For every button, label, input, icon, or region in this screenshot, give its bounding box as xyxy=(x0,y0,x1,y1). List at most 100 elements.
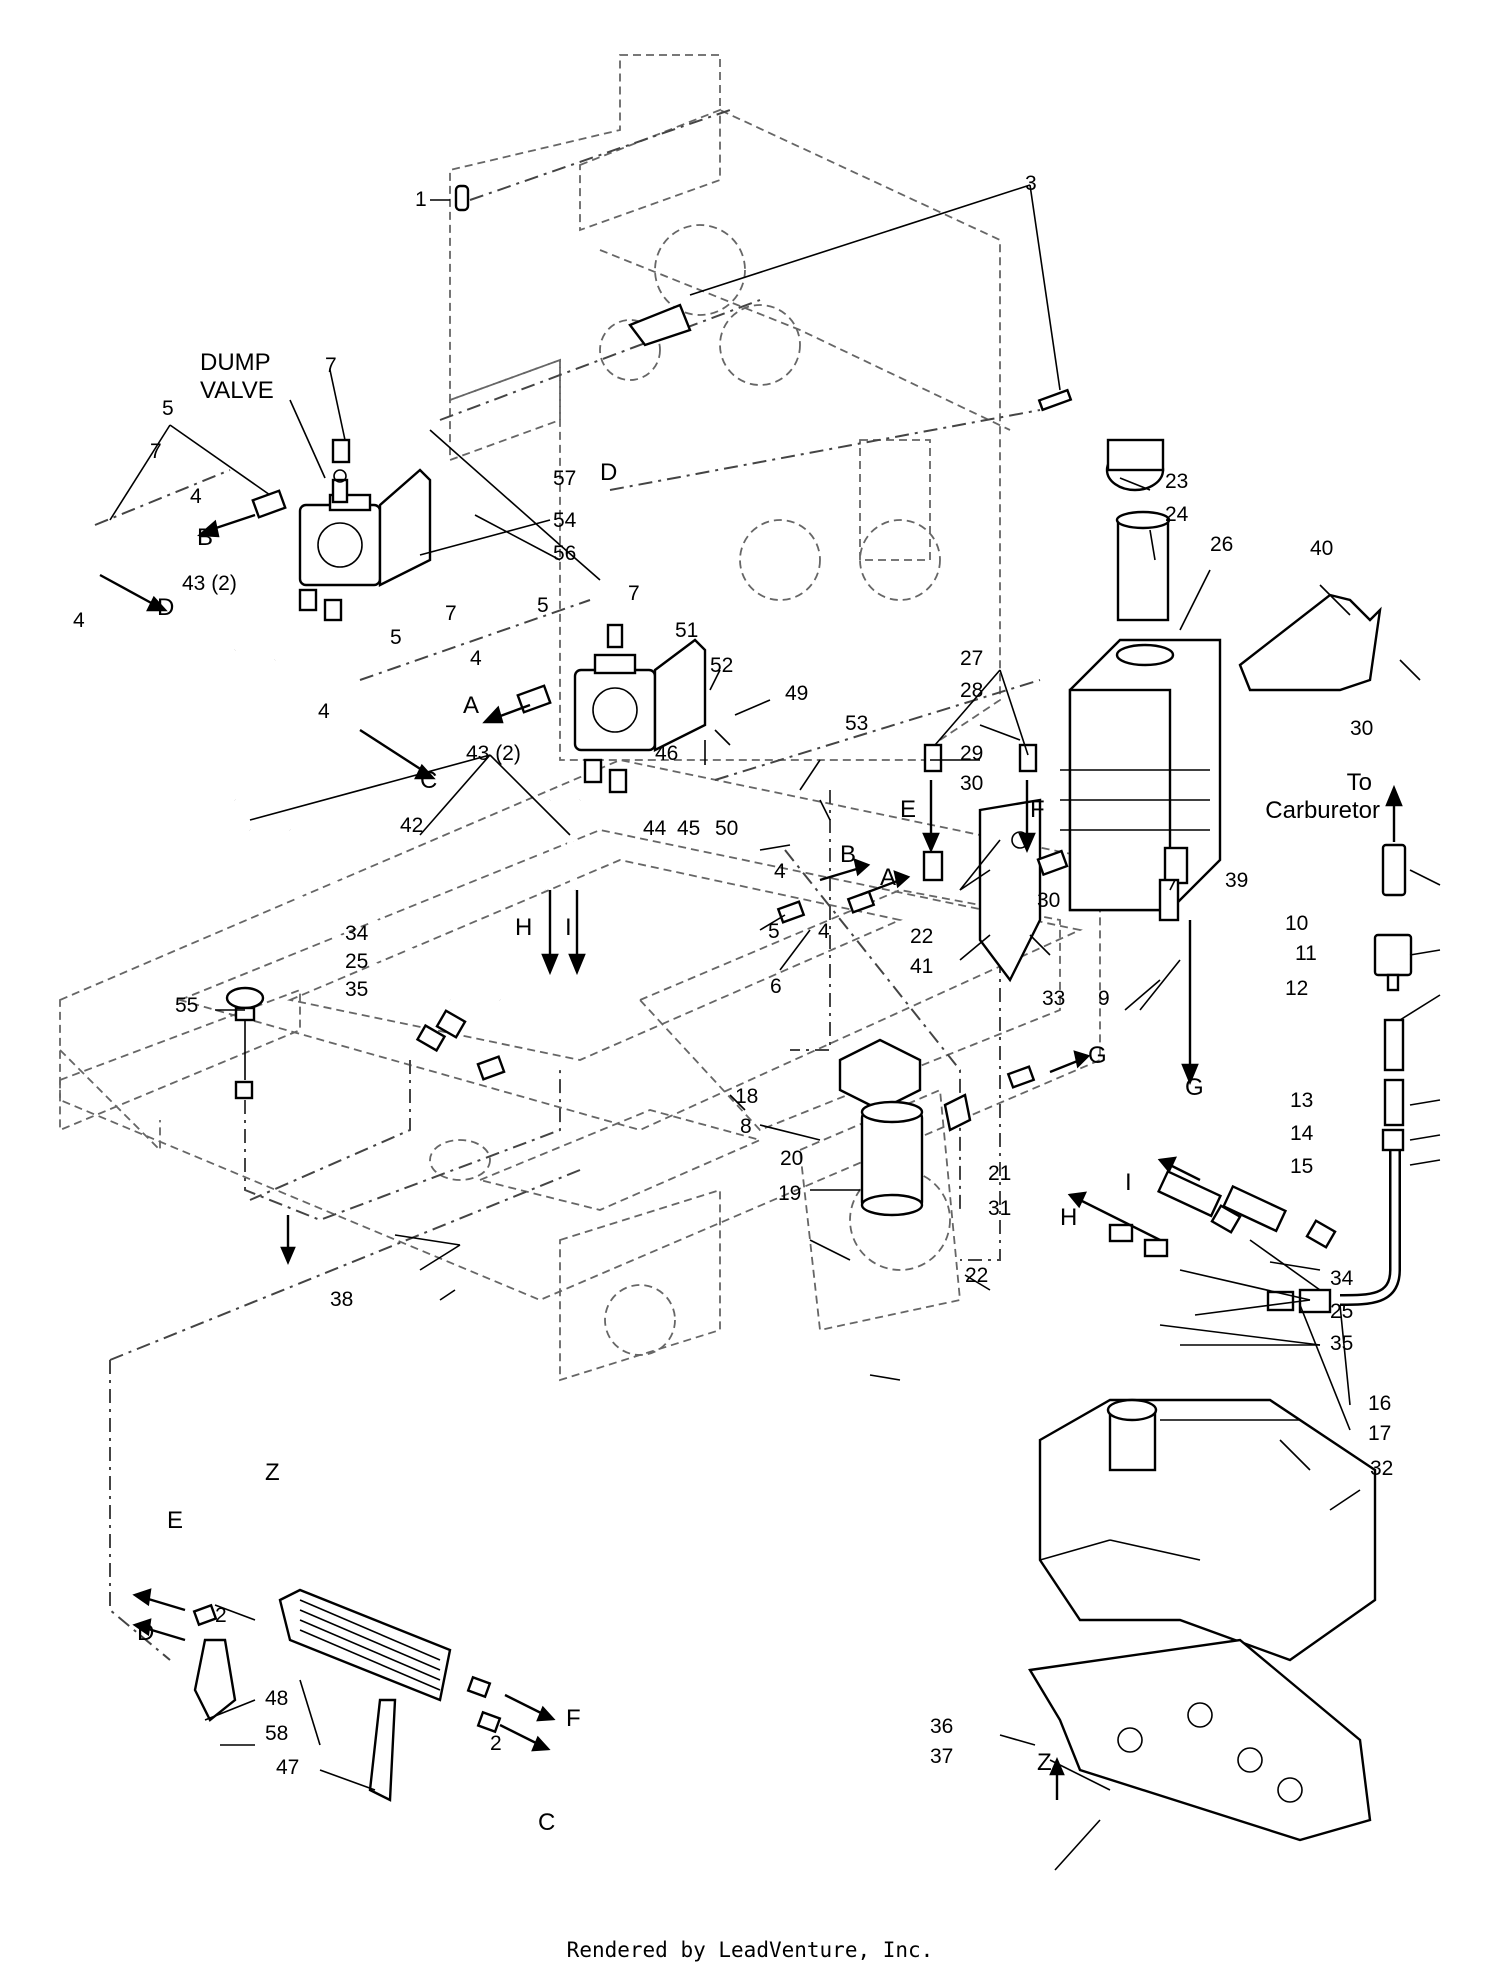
flow-c-1: C xyxy=(420,767,437,794)
part-15: 15 xyxy=(1290,1155,1313,1178)
part-30-a: 30 xyxy=(1350,717,1373,740)
flow-g-2: G xyxy=(1185,1074,1204,1101)
part-12: 12 xyxy=(1285,977,1308,1000)
part-4-e: 4 xyxy=(774,860,786,883)
leader-lines xyxy=(109,184,1441,1871)
flow-arrows xyxy=(99,513,1403,1800)
part-39: 39 xyxy=(1225,869,1248,892)
part-21: 21 xyxy=(988,1162,1011,1185)
part-46: 46 xyxy=(655,742,678,765)
rendered-by-footer: Rendered by LeadVenture, Inc. xyxy=(566,1938,934,1962)
part-41: 41 xyxy=(910,955,933,978)
hydraulic-pump-right xyxy=(573,623,707,794)
flow-h-2: H xyxy=(1060,1204,1077,1231)
part-9: 9 xyxy=(1098,987,1110,1010)
part-45: 45 xyxy=(677,817,700,840)
reservoir-bracket xyxy=(1238,593,1421,692)
part-57: 57 xyxy=(553,467,576,490)
part-4-b: 4 xyxy=(73,609,85,632)
flow-a-1: A xyxy=(463,692,479,719)
part-56: 56 xyxy=(553,542,576,565)
flow-e-2: E xyxy=(167,1507,183,1534)
part-17: 17 xyxy=(1368,1422,1391,1445)
part-36: 36 xyxy=(930,1715,953,1738)
dipstick xyxy=(225,986,265,1100)
part-34-b: 34 xyxy=(1330,1267,1354,1290)
flow-d-3: D xyxy=(137,1619,154,1646)
flow-f-2: F xyxy=(566,1705,581,1732)
part-10: 10 xyxy=(1285,912,1308,935)
flow-h-1: H xyxy=(515,914,532,941)
part-58: 58 xyxy=(265,1722,288,1745)
callout-labels: DUMP VALVE To Carburetor 1 3 5 7 7 4 B D… xyxy=(73,172,1393,1836)
part-43-b: 43 (2) xyxy=(466,742,521,765)
part-20: 20 xyxy=(780,1147,803,1170)
hydraulic-pump-left xyxy=(298,438,432,622)
part-53: 53 xyxy=(845,712,868,735)
part-16: 16 xyxy=(1368,1392,1391,1415)
part-52: 52 xyxy=(710,654,733,677)
flow-i-2: I xyxy=(1125,1169,1132,1196)
part-11: 11 xyxy=(1295,942,1317,965)
part-25-b: 25 xyxy=(1330,1300,1353,1323)
hydraulic-reservoir xyxy=(1060,438,1222,912)
part-44: 44 xyxy=(643,817,667,840)
filter-mount-plate xyxy=(978,798,1042,983)
oil-filter-assembly xyxy=(838,1038,972,1217)
part-38: 38 xyxy=(330,1288,353,1311)
part-22-a: 22 xyxy=(910,925,933,948)
part-5-b: 5 xyxy=(537,594,549,617)
part-4-c: 4 xyxy=(470,647,482,670)
part-42: 42 xyxy=(400,814,423,837)
part-34-a: 34 xyxy=(345,922,369,945)
fittings xyxy=(192,489,1337,1734)
part-30-c: 30 xyxy=(1037,889,1060,912)
part-5-d: 5 xyxy=(768,920,780,943)
fuel-line-parts xyxy=(1266,843,1413,1314)
part-35-a: 35 xyxy=(345,978,368,1001)
part-7-d: 7 xyxy=(628,582,640,605)
flow-a-2: A xyxy=(880,864,896,891)
part-37: 37 xyxy=(930,1745,953,1768)
part-2-b: 2 xyxy=(490,1732,502,1755)
flow-z-2: Z xyxy=(1037,1749,1052,1776)
to-carburetor-label: To xyxy=(1347,769,1372,796)
part-6: 6 xyxy=(770,975,782,998)
flow-z-1: Z xyxy=(265,1459,280,1486)
flow-c-2: C xyxy=(538,1809,555,1836)
dump-valve-label: DUMP xyxy=(200,349,271,376)
part-54: 54 xyxy=(553,509,577,532)
part-51: 51 xyxy=(675,619,698,642)
part-3: 3 xyxy=(1025,172,1037,195)
skid-plate xyxy=(1028,1638,1372,1842)
flow-e-1: E xyxy=(900,796,916,823)
part-7-a: 7 xyxy=(325,354,337,377)
part-19: 19 xyxy=(778,1182,801,1205)
part-8: 8 xyxy=(740,1115,752,1138)
dump-valve-label-2: VALVE xyxy=(200,377,274,404)
part-29: 29 xyxy=(960,742,983,765)
part-28: 28 xyxy=(960,679,983,702)
flow-g-1: G xyxy=(1088,1042,1107,1069)
part-18: 18 xyxy=(735,1085,758,1108)
part-43-a: 43 (2) xyxy=(182,572,237,595)
flow-b-1: B xyxy=(197,524,213,551)
part-4-f: 4 xyxy=(818,920,830,943)
misc-parts xyxy=(454,184,1073,412)
part-33: 33 xyxy=(1042,987,1065,1010)
part-22-b: 22 xyxy=(965,1264,988,1287)
part-32: 32 xyxy=(1370,1457,1393,1480)
part-48: 48 xyxy=(265,1687,288,1710)
part-23: 23 xyxy=(1165,470,1188,493)
hydraulic-hoses xyxy=(218,648,1401,1306)
flow-d-1: D xyxy=(157,594,174,621)
part-27: 27 xyxy=(960,647,983,670)
part-47: 47 xyxy=(276,1756,299,1779)
to-carburetor-label-2: Carburetor xyxy=(1265,797,1380,824)
flow-i-1: I xyxy=(565,914,572,941)
part-25-a: 25 xyxy=(345,950,368,973)
part-24: 24 xyxy=(1165,503,1189,526)
part-1: 1 xyxy=(415,188,427,211)
part-49: 49 xyxy=(785,682,808,705)
